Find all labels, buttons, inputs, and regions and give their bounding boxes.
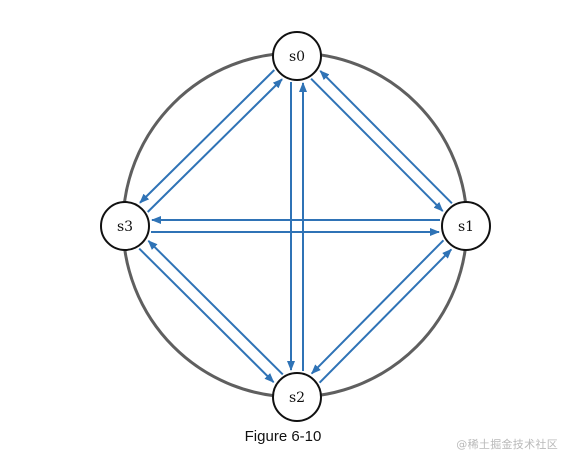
node-s1: s1 xyxy=(441,201,491,251)
node-label-s1: s1 xyxy=(458,219,474,235)
node-label-s3: s3 xyxy=(117,219,133,235)
node-circle-s0 xyxy=(272,31,322,81)
watermark: @稀土掘金技术社区 xyxy=(456,438,558,451)
node-s2: s2 xyxy=(272,372,322,422)
figure-caption: Figure 6-10 xyxy=(244,428,322,445)
node-s0: s0 xyxy=(272,31,322,81)
arrow-s0-to-s1 xyxy=(310,77,444,212)
nodes-layer: s0 s1 s2 s3 xyxy=(100,31,491,422)
node-circle-s2 xyxy=(272,372,322,422)
arrow-s3-to-s2 xyxy=(138,247,275,383)
arrow-s3-to-s0 xyxy=(147,78,283,213)
edges-layer xyxy=(138,69,453,384)
arrow-s2-to-s3 xyxy=(147,240,284,376)
node-label-s0: s0 xyxy=(289,49,305,65)
hash-ring xyxy=(121,51,469,399)
node-label-s2: s2 xyxy=(289,390,305,406)
arrow-s0-to-s3 xyxy=(139,69,275,204)
node-circle-s1 xyxy=(441,201,491,251)
arrow-s1-to-s0 xyxy=(319,70,453,205)
arrow-s1-to-s2 xyxy=(311,239,445,375)
node-circle-s3 xyxy=(100,201,150,251)
arrow-s2-to-s1 xyxy=(318,248,452,384)
node-s3: s3 xyxy=(100,201,150,251)
